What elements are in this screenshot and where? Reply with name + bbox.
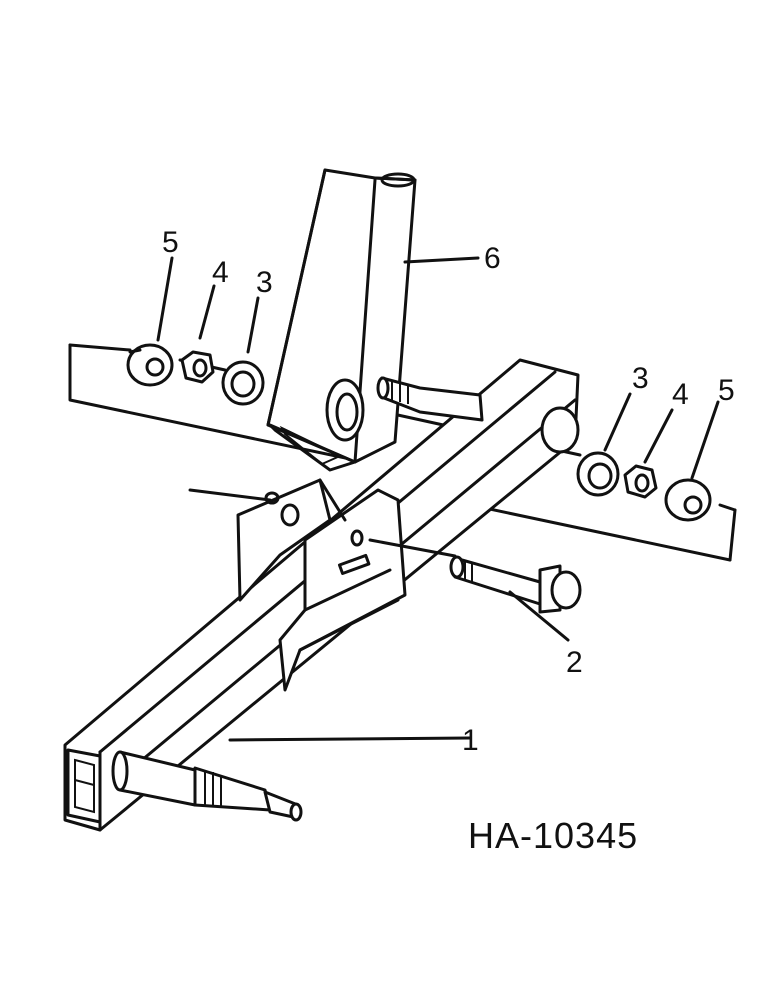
left-hardware [126,256,265,406]
callout-6: 6 [484,242,501,275]
callout-5-left: 5 [162,226,179,259]
part-5-right-bearing-cap [664,478,712,522]
mounting-brackets [236,478,457,692]
callout-5-right: 5 [718,374,735,407]
callout-3-right: 3 [632,362,649,395]
part-4-left-nut [180,350,215,384]
part-3-left-bearing [221,360,265,406]
callout-labels: 5 4 3 6 3 4 5 2 1 [162,226,735,757]
part-5-left-bearing-cap [126,343,174,387]
callout-3-left: 3 [256,266,273,299]
part-2-pin [449,555,582,642]
callout-4-right: 4 [672,378,689,411]
right-spindle [376,376,484,422]
callout-4-left: 4 [212,256,229,289]
part-4-right-nut [623,464,658,499]
drawing-number: HA-10345 [468,815,638,856]
callout-1: 1 [462,724,479,757]
right-hardware [576,392,720,522]
callout-2: 2 [566,646,583,679]
part-3-right-bearing [576,451,620,497]
